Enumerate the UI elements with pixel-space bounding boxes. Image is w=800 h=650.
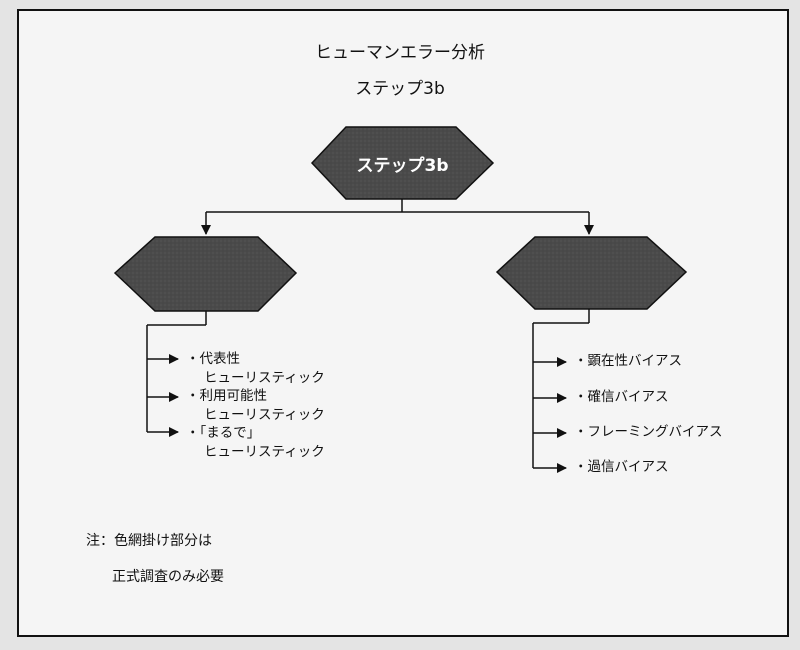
left-item-1-line1: ・代表性 [186, 351, 240, 367]
left-item-3-line2: ヒューリスティック [204, 444, 325, 460]
diagram-frame [17, 9, 789, 637]
right-item-4: ・過信バイアス [574, 459, 669, 475]
right-item-2: ・確信バイアス [574, 389, 669, 405]
left-item-2-line1: ・利用可能性 [186, 388, 267, 404]
note-line-2: 正式調査のみ必要 [112, 569, 224, 585]
diagram-subtitle: ステップ3b [355, 79, 445, 99]
right-item-1: ・顕在性バイアス [574, 353, 682, 369]
left-item-1-line2: ヒューリスティック [204, 370, 325, 386]
root-node [310, 126, 495, 200]
root-node-label: ステップ3b [356, 156, 449, 176]
left-item-3-line1: ・「まるで」 [186, 425, 261, 441]
left-item-2-line2: ヒューリスティック [204, 407, 325, 423]
note-line-1: 注：色網掛け部分は [86, 533, 212, 549]
right-item-3: ・フレーミングバイアス [574, 424, 723, 440]
left-node [113, 236, 298, 312]
right-node [495, 236, 688, 310]
diagram-title: ヒューマンエラー分析 [315, 43, 485, 63]
